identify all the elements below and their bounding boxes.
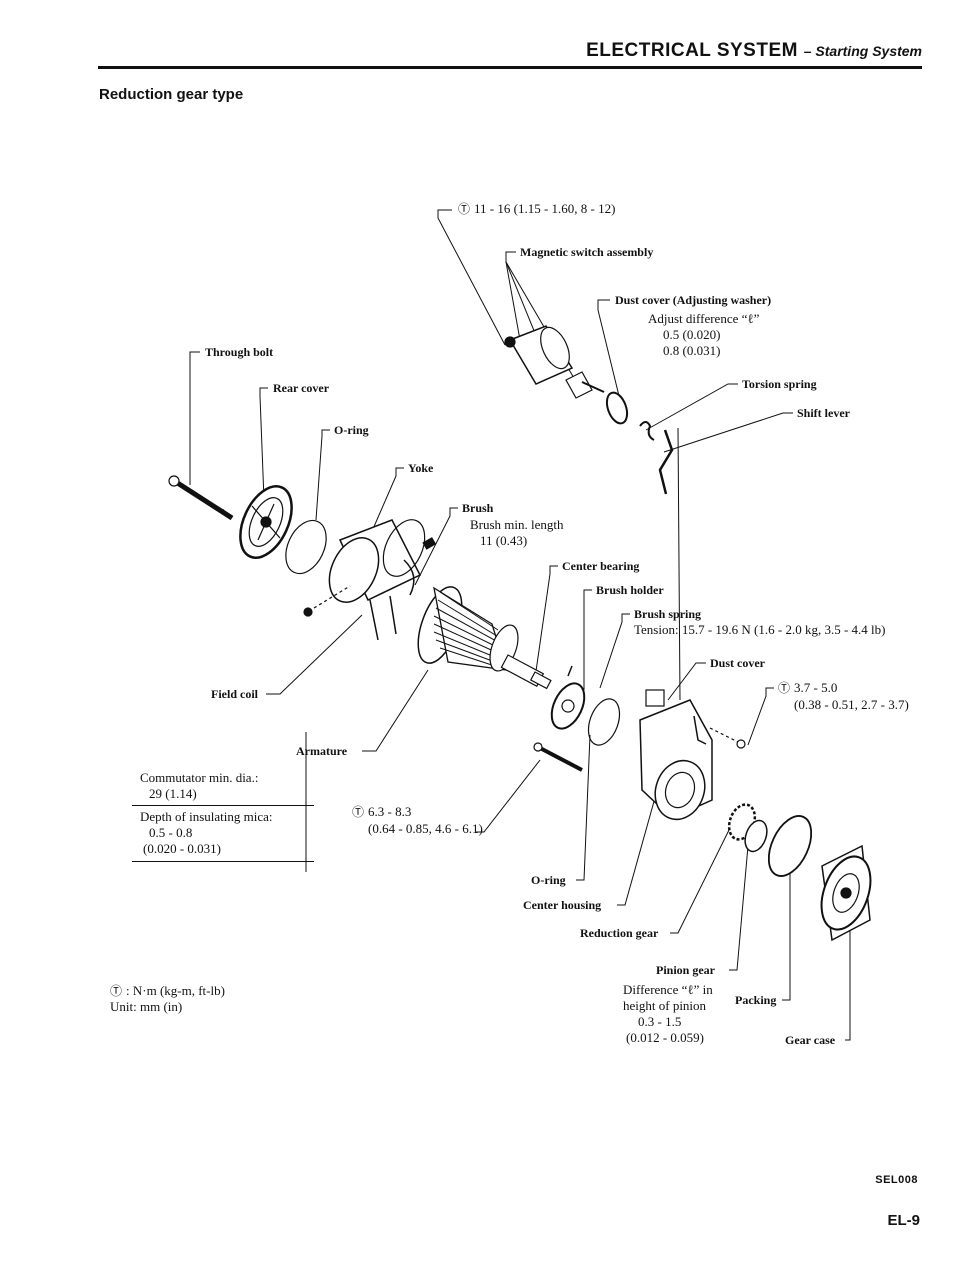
pinion-gear-label: Pinion gear xyxy=(656,963,715,977)
spec-box-bottom-rule xyxy=(132,861,314,862)
through-bolt-part xyxy=(168,475,234,521)
mica-depth-value-2: (0.020 - 0.031) xyxy=(143,841,221,856)
figure-reference-code: SEL008 xyxy=(875,1174,918,1186)
brush-spring-label: Brush spring xyxy=(634,607,702,621)
length-unit-legend: Unit: mm (in) xyxy=(110,999,183,1014)
oring-top-part xyxy=(285,519,327,575)
page-number: EL-9 xyxy=(887,1212,920,1229)
torque-right-label: 3.7 - 5.0 xyxy=(778,680,837,696)
shift-lever-part xyxy=(639,421,674,495)
mica-depth-value-1: 0.5 - 0.8 xyxy=(149,825,193,840)
header-subtitle: – Starting System xyxy=(803,43,922,59)
header-title: ELECTRICAL SYSTEM – Starting System xyxy=(586,40,922,61)
gear-case-part xyxy=(820,844,872,942)
pinion-difference-4: (0.012 - 0.059) xyxy=(626,1030,704,1045)
brush-min-length-label: Brush min. length xyxy=(470,517,564,532)
pinion-gear-part xyxy=(727,803,768,853)
commutator-spec-box: Commutator min. dia.: 29 (1.14) Depth of… xyxy=(132,770,314,865)
yoke-label: Yoke xyxy=(408,461,434,475)
through-bolt-label: Through bolt xyxy=(205,345,274,359)
page-header: ELECTRICAL SYSTEM – Starting System xyxy=(0,0,960,80)
housing-bolt-part xyxy=(533,742,583,772)
armature-label: Armature xyxy=(296,744,348,758)
commutator-min-dia-label: Commutator min. dia.: xyxy=(140,770,259,785)
dust-cover-label: Dust cover xyxy=(710,656,765,670)
torque-mid-label: 6.3 - 8.3 xyxy=(352,804,411,820)
brush-spring-tension: Tension: 15.7 - 19.6 N (1.6 - 2.0 kg, 3.… xyxy=(634,622,886,637)
packing-label: Packing xyxy=(735,993,777,1007)
pinion-difference-1: Difference “ℓ” in xyxy=(623,982,713,997)
center-bearing-label: Center bearing xyxy=(562,559,640,573)
dust-cover-washer-part xyxy=(605,391,629,425)
oring-top-label: O-ring xyxy=(334,423,369,437)
torsion-spring-label: Torsion spring xyxy=(742,377,817,391)
header-rule xyxy=(98,66,922,69)
section-title: Reduction gear type xyxy=(99,86,244,103)
adjust-value-1: 0.5 (0.020) xyxy=(663,327,721,342)
torque-mid-value: (0.64 - 0.85, 4.6 - 6.1) xyxy=(368,821,483,836)
commutator-min-dia-value: 29 (1.14) xyxy=(149,786,197,801)
dust-cover-washer-label: Dust cover (Adjusting washer) xyxy=(615,293,772,307)
center-housing-label: Center housing xyxy=(523,898,602,912)
leader-lines xyxy=(189,209,851,1041)
torque-top-label: 11 - 16 (1.15 - 1.60, 8 - 12) xyxy=(458,201,615,217)
oring-bottom-part xyxy=(587,698,621,746)
pinion-difference-2: height of pinion xyxy=(623,998,707,1013)
adjust-value-2: 0.8 (0.031) xyxy=(663,343,721,358)
yoke-part xyxy=(303,519,426,641)
torque-right-value: (0.38 - 0.51, 2.7 - 3.7) xyxy=(794,697,909,712)
field-coil-label: Field coil xyxy=(211,687,258,701)
brush-holder-label: Brush holder xyxy=(596,583,664,597)
packing-part xyxy=(767,815,813,877)
units-legend: : N·m (kg-m, ft-lb) Unit: mm (in) xyxy=(110,983,225,1015)
spec-box-divider xyxy=(132,805,314,806)
magnetic-switch-label: Magnetic switch assembly xyxy=(520,245,654,259)
oring-bottom-label: O-ring xyxy=(531,873,566,887)
brush-min-length-value: 11 (0.43) xyxy=(480,533,528,548)
armature-part xyxy=(417,586,552,690)
brush-part xyxy=(403,537,437,596)
reduction-gear-label: Reduction gear xyxy=(580,926,659,940)
gear-case-label: Gear case xyxy=(785,1033,836,1047)
brush-holder-part xyxy=(550,665,586,730)
pinion-difference-3: 0.3 - 1.5 xyxy=(638,1014,682,1029)
torque-unit-legend: : N·m (kg-m, ft-lb) xyxy=(110,983,225,999)
rear-cover-part xyxy=(239,485,293,559)
rear-cover-label: Rear cover xyxy=(273,381,330,395)
brush-label: Brush xyxy=(462,501,494,515)
shift-lever-label: Shift lever xyxy=(797,406,850,420)
center-housing-part xyxy=(639,689,746,821)
magnetic-switch-part xyxy=(504,325,605,399)
adjust-difference-label: Adjust difference “ℓ” xyxy=(648,311,760,326)
mica-depth-label: Depth of insulating mica: xyxy=(140,809,273,824)
